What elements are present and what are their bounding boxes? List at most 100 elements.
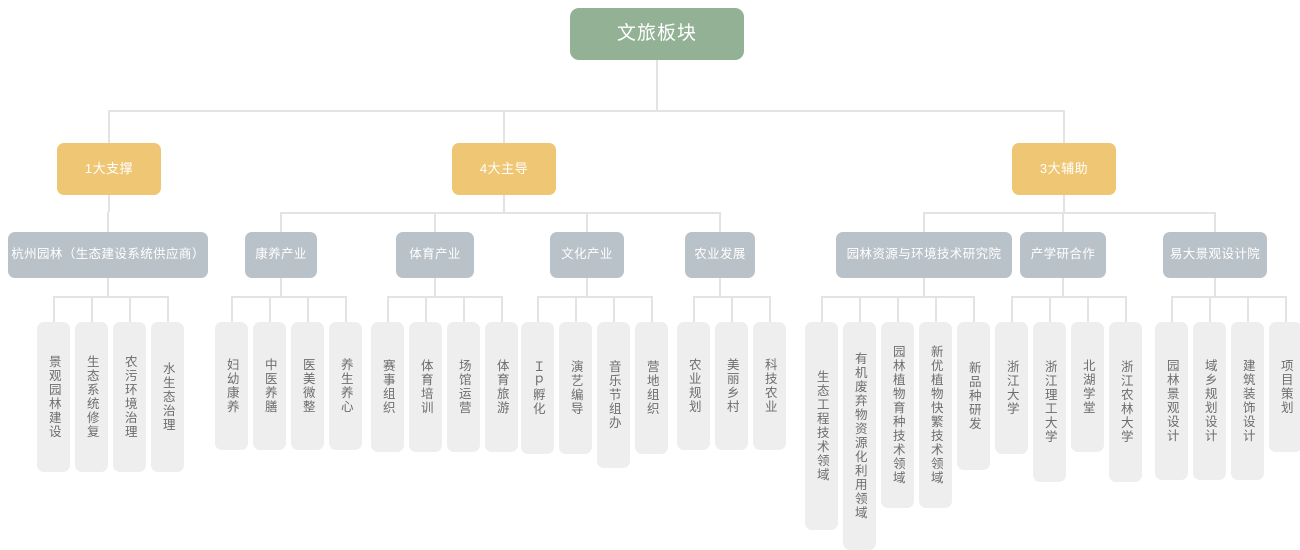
connector-leaf-drop-2-2-1 — [1208, 296, 1211, 322]
leaf-label: 中医养膳 — [262, 358, 277, 414]
leaf-node-2-0-4[interactable]: 新品种研发 — [957, 322, 990, 470]
connector-leaf-drop-2-0-4 — [972, 296, 975, 322]
leaf-node-2-0-0[interactable]: 生态工程技术领域 — [805, 322, 838, 530]
leaf-label: 园林景观设计 — [1164, 359, 1179, 443]
leaf-label: 体育培训 — [418, 359, 433, 415]
connector-leaf-drop-1-3-0 — [692, 296, 695, 322]
leaf-node-1-2-1[interactable]: 演艺编导 — [559, 322, 592, 454]
leaf-node-2-2-3[interactable]: 项目策划 — [1269, 322, 1300, 452]
leaf-label: 体育旅游 — [494, 359, 509, 415]
level3-node-1-0[interactable]: 康养产业 — [245, 232, 317, 278]
connector-leaf-drop-2-2-2 — [1246, 296, 1249, 322]
leaf-node-1-2-3[interactable]: 营地组织 — [635, 322, 668, 454]
leaf-label: 农业规划 — [686, 358, 701, 414]
level3-node-0-0[interactable]: 杭州园林（生态建设系统供应商） — [8, 232, 208, 278]
level3-node-2-1[interactable]: 产学研合作 — [1020, 232, 1106, 278]
root-node[interactable]: 文旅板块 — [570, 8, 744, 60]
leaf-node-2-2-2[interactable]: 建筑装饰设计 — [1231, 322, 1264, 480]
level3-node-1-2[interactable]: 文化产业 — [550, 232, 624, 278]
connector-leaf-drop-1-0-0 — [230, 296, 233, 322]
level3-node-1-1[interactable]: 体育产业 — [396, 232, 474, 278]
connector-level2-drop-1 — [503, 110, 505, 143]
leaf-node-2-1-2[interactable]: 北湖学堂 — [1071, 322, 1104, 452]
connector-leaf-bus-1-0 — [231, 296, 346, 298]
leaf-node-2-1-0[interactable]: 浙江大学 — [995, 322, 1028, 454]
connector-leaf-drop-2-0-0 — [820, 296, 823, 322]
connector-l3-stem-1-2 — [586, 278, 588, 296]
leaf-node-1-3-0[interactable]: 农业规划 — [677, 322, 710, 450]
leaf-node-0-0-0[interactable]: 景观园林建设 — [37, 322, 70, 472]
leaf-node-1-2-2[interactable]: 音乐节组办 — [597, 322, 630, 468]
leaf-node-1-1-0[interactable]: 赛事组织 — [371, 322, 404, 452]
leaf-node-1-0-3[interactable]: 养生养心 — [329, 322, 362, 450]
connector-leaf-drop-1-2-1 — [574, 296, 577, 322]
leaf-label: 农污环境治理 — [122, 355, 137, 439]
connector-l3-stem-1-0 — [280, 278, 282, 296]
leaf-node-2-2-0[interactable]: 园林景观设计 — [1155, 322, 1188, 480]
leaf-node-0-0-3[interactable]: 水生态治理 — [151, 322, 184, 472]
leaf-label: 生态工程技术领域 — [814, 370, 829, 482]
connector-leaf-drop-2-0-1 — [858, 296, 861, 322]
connector-leaf-drop-1-1-3 — [500, 296, 503, 322]
leaf-node-1-3-1[interactable]: 美丽乡村 — [715, 322, 748, 450]
connector-leaf-drop-2-1-3 — [1124, 296, 1127, 322]
leaf-node-1-1-1[interactable]: 体育培训 — [409, 322, 442, 452]
leaf-node-2-0-1[interactable]: 有机废弃物资源化利用领域 — [843, 322, 876, 550]
connector-leaf-drop-1-1-1 — [424, 296, 427, 322]
leaf-label: 赛事组织 — [380, 359, 395, 415]
leaf-node-0-0-1[interactable]: 生态系统修复 — [75, 322, 108, 472]
connector-leaf-drop-1-2-2 — [612, 296, 615, 322]
connector-leaf-drop-1-3-2 — [768, 296, 771, 322]
connector-leaf-drop-0-0-3 — [166, 296, 169, 322]
leaf-node-2-1-3[interactable]: 浙江农林大学 — [1109, 322, 1142, 482]
leaf-node-1-0-0[interactable]: 妇幼康养 — [215, 322, 248, 450]
leaf-label: 养生养心 — [338, 358, 353, 414]
level3-node-2-2[interactable]: 易大景观设计院 — [1163, 232, 1267, 278]
leaf-label: 音乐节组办 — [606, 360, 621, 430]
connector-level2-drop-2 — [1063, 110, 1065, 143]
connector-level3-drop-1-3 — [719, 212, 721, 232]
connector-level3-drop-1-1 — [434, 212, 436, 232]
level3-node-1-3[interactable]: 农业发展 — [685, 232, 755, 278]
connector-leaf-drop-2-1-1 — [1048, 296, 1051, 322]
leaf-label: 域乡规划设计 — [1202, 359, 1217, 443]
connector-leaf-bus-0-0 — [53, 296, 168, 298]
leaf-label: 新品种研发 — [966, 361, 981, 431]
leaf-node-0-0-2[interactable]: 农污环境治理 — [113, 322, 146, 472]
connector-level2-drop-0 — [108, 110, 110, 143]
leaf-node-1-1-3[interactable]: 体育旅游 — [485, 322, 518, 452]
connector-leaf-drop-1-2-3 — [650, 296, 653, 322]
connector-level3-drop-0-0 — [107, 212, 109, 232]
leaf-node-2-2-1[interactable]: 域乡规划设计 — [1193, 322, 1226, 480]
connector-level3-bus-1 — [281, 212, 720, 214]
leaf-node-2-0-2[interactable]: 园林植物育种技术领域 — [881, 322, 914, 508]
leaf-label: 营地组织 — [644, 360, 659, 416]
level2-node-2[interactable]: 3大辅助 — [1012, 143, 1116, 195]
connector-leaf-drop-1-0-1 — [268, 296, 271, 322]
connector-leaf-drop-2-2-3 — [1284, 296, 1287, 322]
leaf-node-1-0-1[interactable]: 中医养膳 — [253, 322, 286, 450]
connector-leaf-drop-0-0-1 — [90, 296, 93, 322]
connector-level3-drop-2-1 — [1062, 212, 1064, 232]
connector-leaf-drop-2-1-0 — [1010, 296, 1013, 322]
connector-l3-stem-2-2 — [1214, 278, 1216, 296]
leaf-label: 有机废弃物资源化利用领域 — [852, 352, 867, 520]
leaf-node-1-1-2[interactable]: 场馆运营 — [447, 322, 480, 452]
connector-l3-stem-2-0 — [923, 278, 925, 296]
leaf-label: 演艺编导 — [568, 360, 583, 416]
level3-node-2-0[interactable]: 园林资源与环境技术研究院 — [836, 232, 1012, 278]
level2-node-0[interactable]: 1大支撑 — [57, 143, 161, 195]
leaf-node-2-1-1[interactable]: 浙江理工大学 — [1033, 322, 1066, 482]
leaf-label: 医美微整 — [300, 358, 315, 414]
connector-l3-stem-1-1 — [434, 278, 436, 296]
level2-node-1[interactable]: 4大主导 — [452, 143, 556, 195]
leaf-node-2-0-3[interactable]: 新优植物快繁技术领域 — [919, 322, 952, 508]
connector-leaf-drop-1-0-3 — [344, 296, 347, 322]
leaf-label: 园林植物育种技术领域 — [890, 345, 905, 485]
leaf-label: 妇幼康养 — [224, 358, 239, 414]
leaf-node-1-3-2[interactable]: 科技农业 — [753, 322, 786, 450]
leaf-node-1-0-2[interactable]: 医美微整 — [291, 322, 324, 450]
leaf-label: 浙江农林大学 — [1118, 360, 1133, 444]
connector-level3-drop-2-0 — [923, 212, 925, 232]
leaf-node-1-2-0[interactable]: Ｉｐ孵化 — [521, 322, 554, 454]
